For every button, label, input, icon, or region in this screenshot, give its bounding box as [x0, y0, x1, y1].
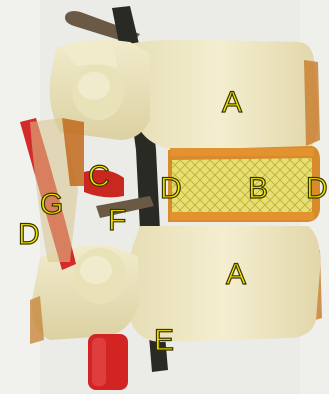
label-vertebral-body-upper: A [222, 88, 242, 118]
intervertebral-disc-nucleus [172, 158, 312, 212]
label-disc: B [248, 174, 268, 204]
label-d-left: D [18, 220, 40, 250]
label-c: C [88, 162, 110, 192]
label-f: F [108, 206, 126, 236]
label-g: G [40, 190, 63, 220]
label-d-right: D [306, 174, 328, 204]
label-vertebral-body-lower: A [226, 260, 246, 290]
label-d-canal: D [160, 174, 182, 204]
label-e: E [154, 326, 174, 356]
